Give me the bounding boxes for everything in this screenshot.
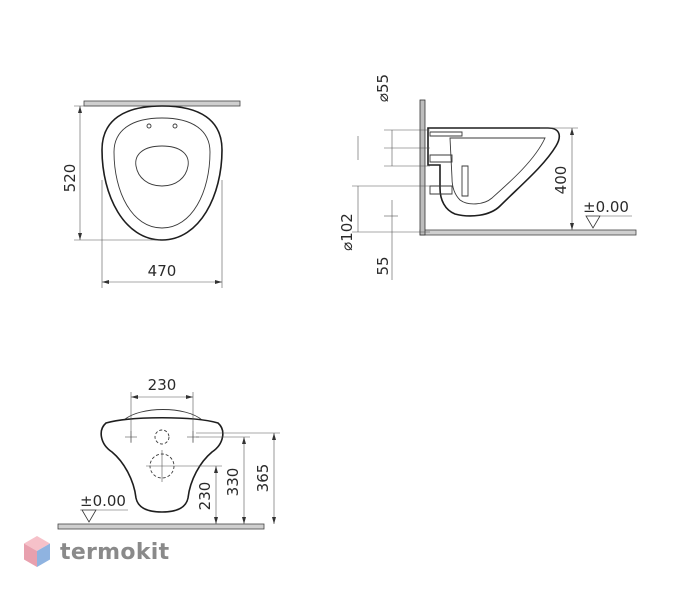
dim-side-outlet-diameter: ⌀55	[374, 74, 392, 102]
top-view: 520 470	[61, 100, 241, 288]
dim-side-offset: 55	[374, 256, 392, 275]
front-floor-marker	[81, 509, 97, 523]
dim-side-height: 400	[552, 166, 570, 195]
brand-name: termokit	[60, 539, 170, 565]
dim-front-floor-level: ±0.00	[80, 492, 126, 510]
side-view-floor	[419, 229, 637, 236]
side-view-wall	[419, 99, 426, 236]
hexagon-logo-icon	[24, 536, 50, 567]
side-floor-marker	[585, 215, 601, 229]
side-view-body	[427, 127, 561, 217]
top-view-hinge-hole-left	[146, 123, 152, 129]
front-view-floor	[57, 523, 265, 530]
dim-top-depth: 520	[61, 164, 79, 193]
front-view-inlet	[154, 429, 170, 445]
top-view-hinge-hole-right	[172, 123, 178, 129]
front-view-body	[100, 416, 224, 513]
dim-top-width: 470	[148, 262, 177, 280]
termokit-logo: termokit	[22, 535, 169, 569]
dim-front-hole-spacing: 230	[148, 376, 177, 394]
top-view-seat-outline	[101, 105, 223, 241]
front-view: 230 230 330 365 ±0.00	[57, 376, 280, 530]
dim-front-height-2: 330	[224, 468, 242, 497]
dim-front-height-3: 365	[254, 464, 272, 493]
side-view: ⌀55 ⌀102 55 400 ±0.00	[338, 74, 637, 280]
side-view-inner	[449, 137, 546, 205]
dim-front-height-1: 230	[196, 482, 214, 511]
top-view-inner-rim	[113, 117, 211, 229]
dim-side-inlet-diameter: ⌀102	[338, 213, 356, 251]
top-view-bowl-opening	[135, 145, 189, 187]
dim-side-floor-level: ±0.00	[583, 198, 629, 216]
